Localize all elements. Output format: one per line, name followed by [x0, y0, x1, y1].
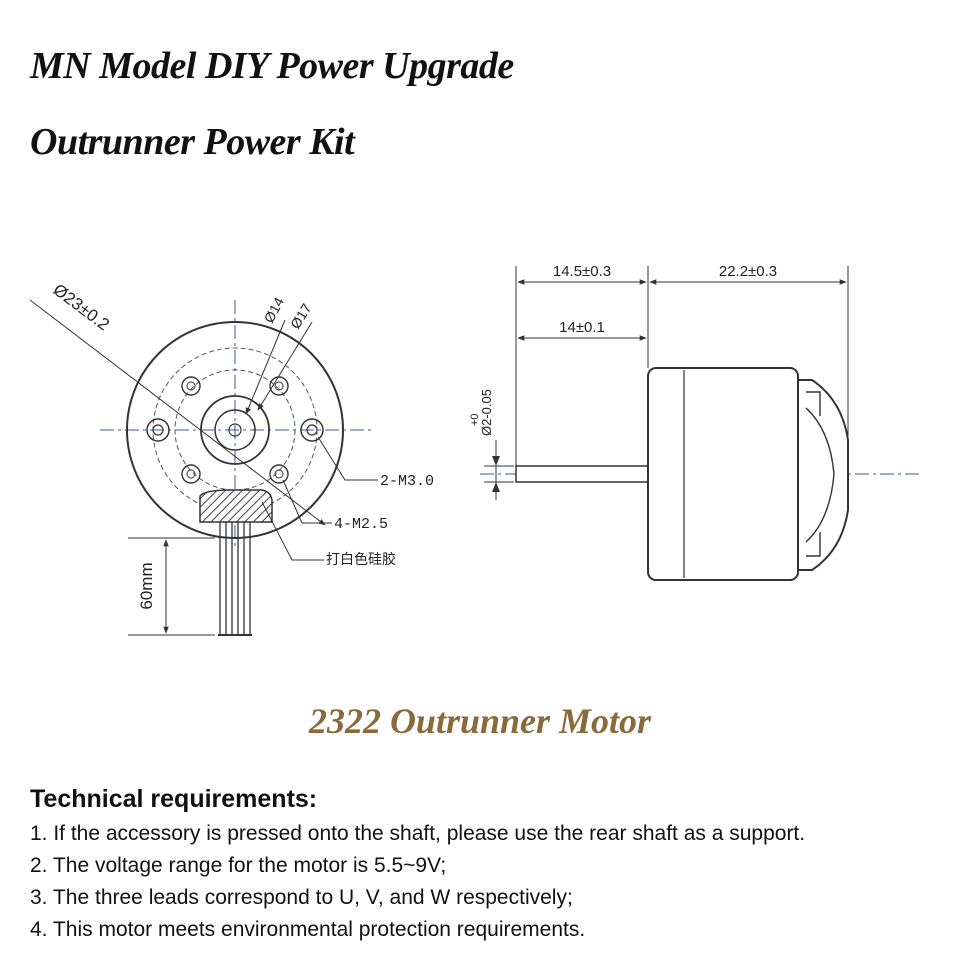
- rear-cap-inner: [805, 407, 835, 543]
- m3-callout-label: 2-M3.0: [380, 473, 434, 490]
- dim-outer-leader: [29, 299, 326, 526]
- front-outer-circle: [126, 321, 344, 539]
- requirement-item: 4. This motor meets environmental protec…: [30, 918, 586, 941]
- motor-caption: 2322 Outrunner Motor: [308, 701, 652, 741]
- front-hub-inner: [214, 409, 256, 451]
- requirement-item: 2. The voltage range for the motor is 5.…: [30, 854, 447, 877]
- front-bolt-circle-inner: [174, 369, 296, 491]
- m3-callout-leader: [317, 436, 378, 481]
- requirement-item: 1. If the accessory is pressed onto the …: [30, 822, 806, 845]
- dim-outer-label: Ø23±0.2: [50, 280, 113, 334]
- m3-hole: [146, 418, 170, 442]
- title-line-2: Outrunner Power Kit: [30, 121, 355, 163]
- dim-14-label: Ø14: [261, 294, 288, 325]
- dim-body-len-label: 22.2±0.3: [719, 263, 777, 280]
- motor-technical-drawing: 60mm Ø23±0.2 Ø14 Ø17 2-M3.0 4-M2.5 打白色硅胶: [29, 263, 920, 636]
- rear-cap-bracket-top: [806, 391, 821, 416]
- glue-callout-leader: [261, 501, 324, 561]
- rear-cap-bracket-bottom: [806, 532, 821, 557]
- m25-hole: [269, 464, 289, 484]
- shaft-dia-label-top: +0: [469, 413, 481, 426]
- dim-shaft-min-label: 14±0.1: [559, 319, 605, 336]
- dim-14-leader: [245, 319, 286, 415]
- motor-body: [647, 367, 799, 581]
- silicone-glue-block: [199, 489, 273, 523]
- side-view: 14.5±0.3 22.2±0.3 14±0.1 +0 Ø2-0.05: [469, 263, 920, 581]
- m25-hole: [181, 464, 201, 484]
- m3-hole: [300, 418, 324, 442]
- motor-shaft: [515, 465, 649, 483]
- glue-callout-label: 打白色硅胶: [326, 551, 396, 567]
- lead-length-label: 60mm: [137, 562, 156, 609]
- dim-17-leader: [257, 321, 313, 411]
- m25-callout-leader: [282, 479, 332, 524]
- m25-hole: [181, 376, 201, 396]
- front-view: 60mm Ø23±0.2 Ø14 Ø17 2-M3.0 4-M2.5 打白色硅胶: [29, 280, 434, 636]
- requirement-item: 3. The three leads correspond to U, V, a…: [30, 886, 573, 909]
- requirements-heading: Technical requirements:: [30, 785, 318, 813]
- shaft-dia-label-bottom: Ø2-0.05: [479, 389, 494, 436]
- dim-shaft-len-label: 14.5±0.3: [553, 263, 611, 280]
- title-line-1: MN Model DIY Power Upgrade: [30, 45, 514, 87]
- motor-rear-cap: [797, 379, 849, 571]
- shaft-dia-arrow-top: [492, 456, 500, 466]
- motor-leads: [218, 522, 252, 636]
- shaft-dia-arrow-bottom: [492, 482, 500, 492]
- m25-callout-label: 4-M2.5: [334, 516, 388, 533]
- dim-17-label: Ø17: [287, 300, 315, 331]
- front-shaft: [228, 423, 242, 437]
- requirements-list: 1. If the accessory is pressed onto the …: [30, 818, 805, 946]
- m25-hole: [269, 376, 289, 396]
